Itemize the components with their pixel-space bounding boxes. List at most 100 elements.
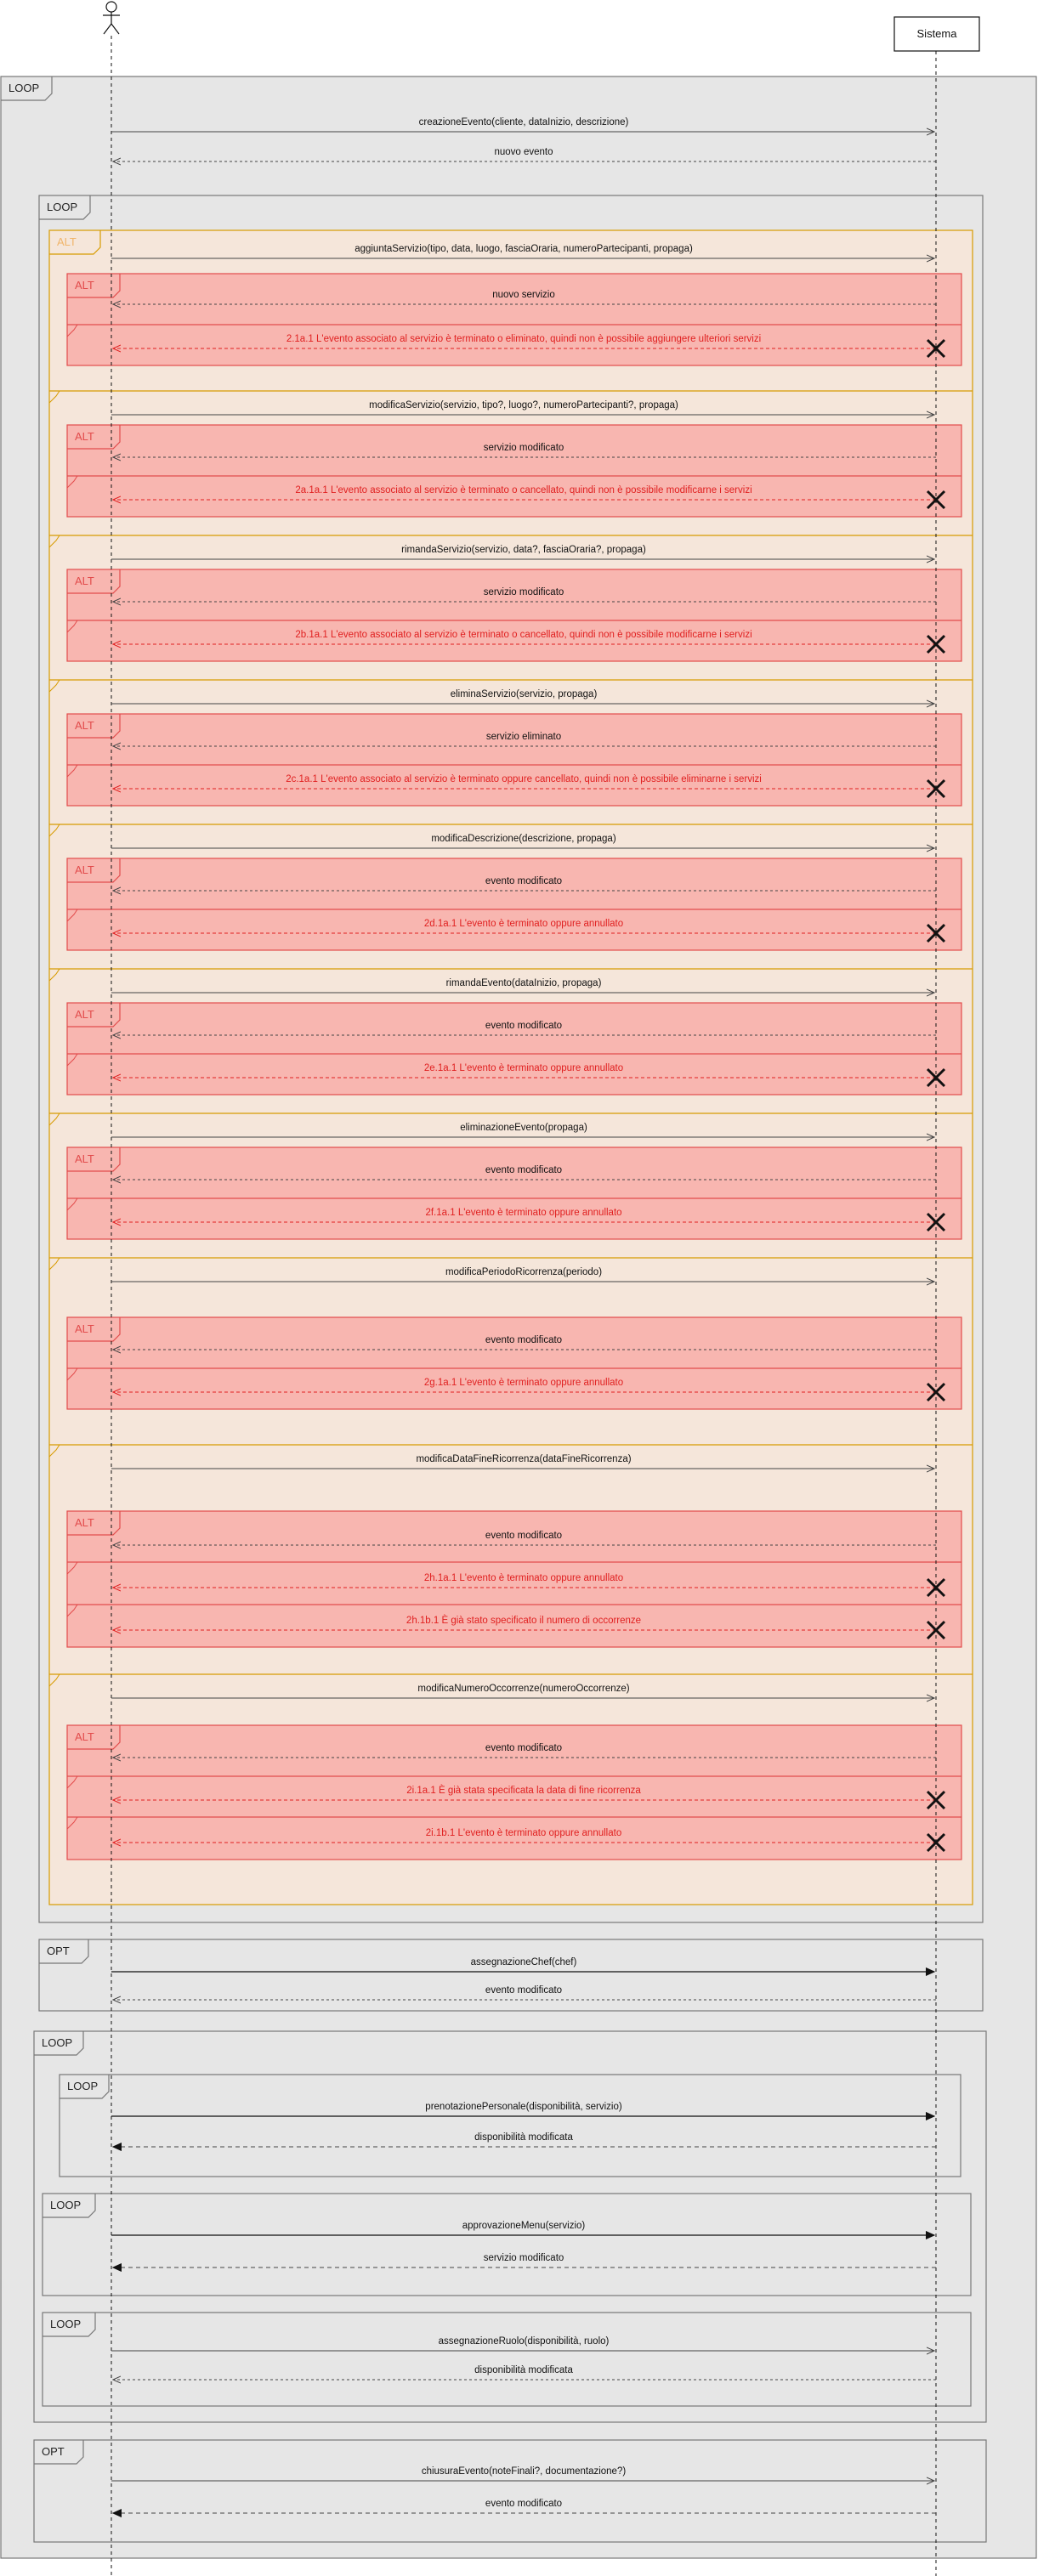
actor-icon [103, 1, 120, 35]
system-participant-label: Sistema [917, 27, 958, 40]
destroy-icon [926, 778, 946, 799]
alt-separator-tab [48, 390, 60, 404]
loop-label: LOOP [50, 2199, 81, 2211]
alt-fragment [66, 1510, 962, 1648]
destroy-stroke [926, 1832, 946, 1853]
destroy-stroke [926, 1212, 946, 1232]
alt-fragment [66, 858, 962, 951]
loop-label: LOOP [47, 201, 77, 213]
alt-label: ALT [75, 863, 94, 876]
return-label: evento modificato [485, 1531, 562, 1541]
alt-fragment [66, 273, 962, 366]
error-label: 2g.1a.1 L'evento è terminato oppure annu… [424, 1378, 623, 1388]
alt-fragment [66, 713, 962, 807]
alt-label: ALT [75, 1152, 94, 1165]
return-label: nuovo servizio [492, 290, 555, 300]
alt-tab [67, 714, 121, 739]
loop-fragment [42, 2312, 972, 2407]
loop-label: LOOP [67, 2080, 98, 2092]
alt-separator-tab [48, 1257, 60, 1271]
alt-fragment [66, 1316, 962, 1410]
message-label: creazioneEvento(cliente, dataInizio, des… [419, 117, 629, 127]
destroy-stroke [926, 1577, 946, 1598]
return-label: evento modificato [485, 1335, 562, 1345]
alt-fragment [66, 1146, 962, 1240]
alt-tab [67, 1317, 121, 1342]
error-label: 2d.1a.1 L'evento è terminato oppure annu… [424, 919, 623, 929]
loop-tab [34, 2031, 84, 2056]
message-label: eliminazioneEvento(propaga) [460, 1123, 587, 1133]
alt-separator-tab [48, 824, 60, 837]
error-label: 2i.1b.1 L'evento è terminato oppure annu… [426, 1828, 621, 1838]
return-label: disponibilità modificata [474, 2365, 573, 2375]
destroy-stroke [926, 778, 946, 799]
error-label: 2h.1a.1 L'evento è terminato oppure annu… [424, 1573, 623, 1583]
system-participant-box[interactable] [893, 16, 980, 52]
loop-tab [39, 195, 91, 220]
error-label: 2.1a.1 L'evento associato al servizio è … [286, 334, 761, 344]
message-label: assegnazioneChef(chef) [471, 1957, 577, 1967]
alt-label: ALT [75, 1730, 94, 1743]
destroy-icon [926, 923, 946, 943]
destroy-stroke [926, 338, 946, 359]
alt-fragment [66, 569, 962, 662]
alt-tab [67, 425, 121, 450]
alt-separator-tab [66, 1561, 78, 1575]
alt-fragment [66, 1724, 962, 1860]
destroy-stroke [926, 1067, 946, 1088]
destroy-icon [926, 1620, 946, 1640]
error-label: 2b.1a.1 L'evento associato al servizio è… [295, 630, 752, 640]
opt-fragment [33, 2439, 987, 2543]
alt-separator-tab [48, 1112, 60, 1126]
error-label: 2a.1a.1 L'evento associato al servizio è… [295, 485, 752, 495]
alt-separator-tab [66, 324, 78, 337]
message-label: prenotazionePersonale(disponibilità, ser… [425, 2102, 622, 2112]
alt-tab [67, 858, 121, 883]
return-label: evento modificato [485, 2499, 562, 2509]
actor-leg [111, 23, 120, 35]
message-label: rimandaEvento(dataInizio, propaga) [446, 978, 602, 988]
alt-label: ALT [75, 279, 94, 292]
alt-label: ALT [75, 719, 94, 732]
return-label: evento modificato [485, 1021, 562, 1031]
return-label: servizio modificato [484, 443, 564, 453]
opt-label: OPT [47, 1945, 70, 1957]
alt-separator-tab [48, 535, 60, 548]
return-label: servizio modificato [484, 587, 564, 597]
destroy-icon [926, 1382, 946, 1402]
destroy-stroke [926, 634, 946, 654]
return-label: evento modificato [485, 1985, 562, 1996]
message-label: modificaNumeroOccorrenze(numeroOccorrenz… [417, 1684, 629, 1694]
message-label: modificaDescrizione(descrizione, propaga… [431, 834, 615, 844]
return-label: nuovo evento [494, 147, 553, 157]
actor-leg [103, 23, 112, 35]
opt-label: OPT [42, 2445, 65, 2458]
message-label: modificaDataFineRicorrenza(dataFineRicor… [416, 1454, 631, 1464]
alt-tab [67, 1511, 121, 1536]
alt-separator-tab [66, 1197, 78, 1211]
opt-tab [34, 2440, 84, 2465]
destroy-icon [926, 1790, 946, 1810]
loop-fragment [42, 2193, 972, 2296]
destroy-stroke [926, 923, 946, 943]
return-label: servizio modificato [484, 2253, 564, 2263]
loop-tab [1, 76, 53, 101]
destroy-icon [926, 490, 946, 510]
alt-label: ALT [57, 235, 77, 248]
error-label: 2c.1a.1 L'evento associato al servizio è… [286, 774, 762, 784]
alt-separator-tab [48, 1444, 60, 1458]
message-label: rimandaServizio(servizio, data?, fasciaO… [401, 545, 646, 555]
message-label: eliminaServizio(servizio, propaga) [451, 689, 598, 699]
return-label: evento modificato [485, 876, 562, 886]
return-label: evento modificato [485, 1165, 562, 1175]
alt-separator-tab [66, 1816, 78, 1830]
opt-tab [39, 1939, 89, 1964]
error-label: 2e.1a.1 L'evento è terminato oppure annu… [424, 1063, 623, 1073]
message-label: assegnazioneRuolo(disponibilità, ruolo) [439, 2336, 610, 2347]
alt-fragment [66, 1002, 962, 1096]
alt-tab [67, 1725, 121, 1750]
alt-separator-tab [48, 968, 60, 982]
actor-head [105, 1, 117, 13]
destroy-icon [926, 634, 946, 654]
